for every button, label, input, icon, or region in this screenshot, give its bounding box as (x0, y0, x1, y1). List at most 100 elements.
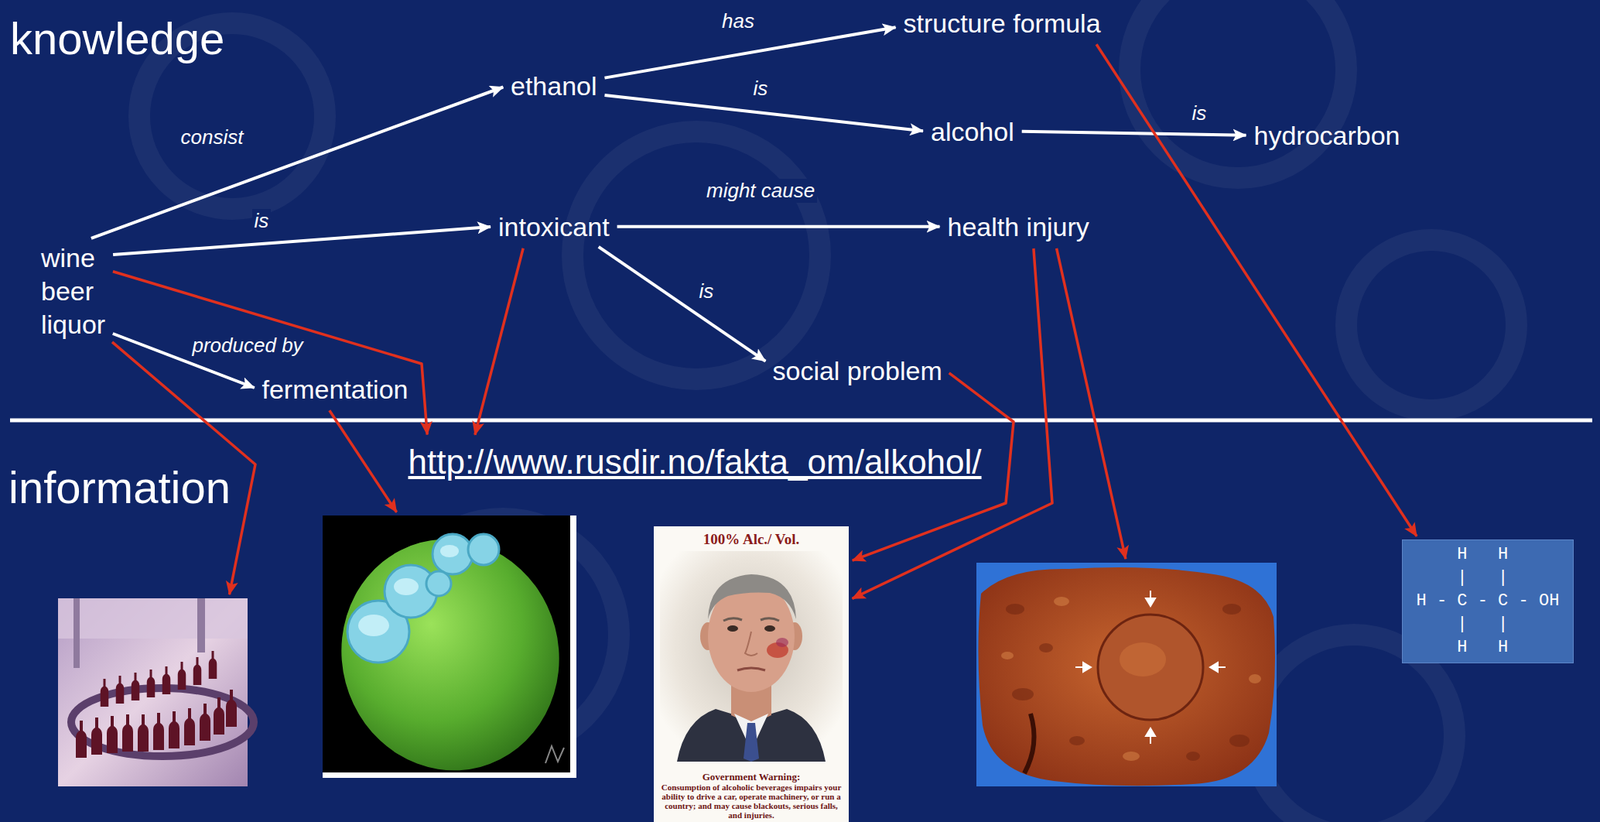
photo-ground (976, 562, 1277, 787)
bottle (225, 689, 237, 727)
marker-arrow (1145, 590, 1156, 606)
liver-texture (1005, 603, 1250, 761)
relation-arrow (112, 226, 491, 255)
nodule-detail (1119, 642, 1166, 677)
relation-arrow (605, 95, 924, 131)
tie (743, 722, 759, 762)
link-arrow (112, 271, 428, 435)
bottling-image (58, 598, 248, 787)
url-link: http://www.rusdir.no/fakta_om/alkohol/ (404, 438, 986, 485)
concept-node: alcohol (926, 113, 1019, 151)
edge-label: might cause (704, 178, 818, 203)
link-arrow (1056, 248, 1126, 559)
scar-highlight (440, 544, 459, 558)
concept-label: social problem (772, 354, 943, 388)
formula-image: H H| |H - C - C - OH| |H H (1401, 539, 1575, 664)
scale-mark (545, 745, 565, 763)
bud-scar (426, 570, 452, 596)
bottle (213, 697, 225, 735)
concept-label: structure formula (903, 6, 1101, 41)
relation-arrow (91, 87, 503, 239)
edge-label: has (719, 9, 757, 34)
concept-label: hydrocarbon (1254, 119, 1401, 153)
edge-label: consist (178, 125, 247, 150)
bubble (1346, 239, 1517, 411)
concept-label: health injury (947, 210, 1090, 244)
bottle (177, 661, 187, 690)
texture-spot (1229, 734, 1250, 747)
machine-bar (73, 598, 80, 668)
bottle (122, 714, 134, 752)
warning-heading: Government Warning: (656, 770, 846, 783)
link-arrow (329, 410, 397, 513)
bottle (147, 669, 156, 698)
bottle (193, 656, 202, 685)
yeast-micrograph (315, 514, 585, 795)
bottling-photo (58, 598, 254, 787)
section-label: information (8, 461, 231, 514)
bottle (153, 712, 165, 750)
poster-title: 100% Alc./ Vol. (653, 530, 849, 548)
warning-poster (653, 526, 849, 822)
bottle (168, 711, 180, 749)
url-text: http://www.rusdir.no/fakta_om/alkohol/ (408, 440, 982, 483)
bottle (162, 666, 171, 695)
edge-label: is (1189, 101, 1210, 126)
texture-spot (1222, 603, 1242, 615)
mouth (737, 667, 766, 671)
concept-label: ethanol (510, 69, 598, 103)
bottle (116, 675, 125, 704)
concept-label: alcohol (930, 115, 1015, 149)
bottle (184, 707, 195, 746)
bottle (91, 717, 103, 755)
section-label: knowledge (10, 13, 225, 65)
bottle (208, 650, 218, 679)
marker-arrow (1210, 662, 1226, 672)
separator-line (10, 418, 1593, 423)
link-arrow (852, 248, 1053, 599)
edge-label: is (252, 208, 272, 233)
edge-label: is (751, 76, 771, 101)
nose (745, 631, 758, 656)
formula-row: H - C - C - OH (1416, 589, 1560, 613)
machine-bar (197, 598, 206, 653)
marker-arrow (1145, 728, 1156, 744)
link-arrow (475, 248, 524, 435)
yeast-cell (315, 514, 585, 795)
scar-highlight (358, 614, 390, 636)
relation-arrow (598, 246, 766, 362)
bottle (137, 714, 149, 752)
formula-row: H H (1416, 543, 1560, 567)
relation-arrow (1022, 131, 1247, 136)
warning-text: Consumption of alcoholic beverages impai… (656, 782, 846, 820)
texture-spot (1248, 673, 1262, 684)
texture-spot (1001, 651, 1014, 660)
bubble (572, 131, 821, 380)
bud-scars (347, 533, 500, 663)
liver-photo (976, 562, 1277, 787)
background-bubbles (139, 0, 1517, 822)
bud-scar (468, 533, 500, 565)
eye (727, 625, 739, 632)
concept-node: health injury (943, 208, 1094, 246)
machine-panel (58, 598, 248, 639)
liver (977, 567, 1276, 786)
yeast-image (322, 515, 577, 778)
hair (707, 574, 797, 619)
texture-spot (1053, 596, 1070, 606)
concept-label: fermentation (262, 372, 409, 407)
nodule (1097, 614, 1204, 720)
portrait-ground (659, 550, 843, 762)
liver-image (976, 562, 1277, 787)
poster-ground (653, 526, 849, 822)
texture-spot (1039, 642, 1053, 653)
bruise (776, 637, 789, 647)
concept-node: wine beer liquor (37, 239, 110, 343)
bottle (199, 703, 211, 741)
concept-node: social problem (769, 352, 947, 390)
bottle-row (75, 650, 237, 758)
scar-highlight (393, 577, 419, 595)
link-arrow (1096, 44, 1417, 537)
